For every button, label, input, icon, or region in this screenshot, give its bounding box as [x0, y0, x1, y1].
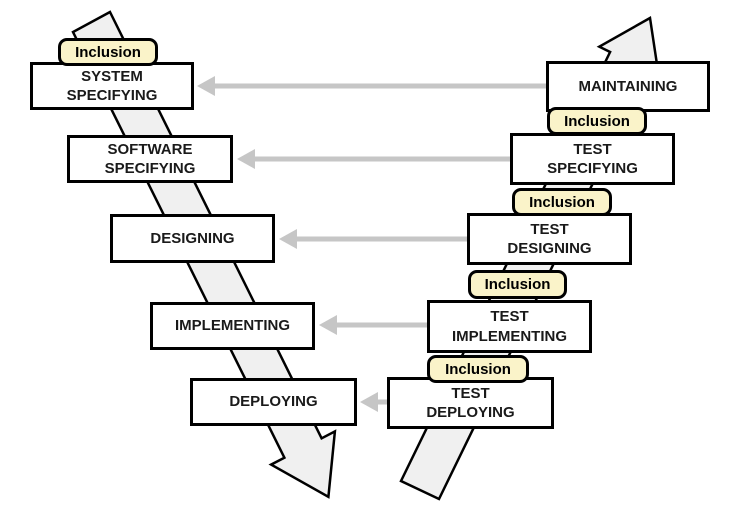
- feedback-arrow-test-designing-to-designing: [279, 229, 467, 249]
- inclusion-badge-label: Inclusion: [564, 112, 630, 130]
- inclusion-badge-label: Inclusion: [484, 276, 551, 293]
- feedback-arrow-test-implementing-to-implementing: [319, 315, 427, 335]
- feedback-arrow-test-deploying-to-deploying: [360, 392, 387, 412]
- stage-box-designing: DESIGNING: [110, 214, 275, 263]
- stage-label-test-specifying: TEST SPECIFYING: [547, 140, 638, 178]
- stage-label-designing: DESIGNING: [150, 229, 235, 247]
- stage-box-test-implementing: TEST IMPLEMENTING: [427, 300, 592, 353]
- stage-label-test-designing: TEST DESIGNING: [507, 220, 592, 258]
- inclusion-badge-test-designing: Inclusion: [512, 188, 612, 216]
- stage-box-test-designing: TEST DESIGNING: [467, 213, 632, 265]
- stage-box-deploying: DEPLOYING: [190, 378, 357, 426]
- feedback-arrow-test-specifying-to-software-specifying: [237, 149, 510, 169]
- inclusion-badge-label: Inclusion: [445, 360, 511, 378]
- stage-label-deploying: DEPLOYING: [229, 393, 318, 411]
- inclusion-badge-label: Inclusion: [529, 193, 595, 211]
- stage-box-software-specifying: SOFTWARE SPECIFYING: [67, 135, 233, 183]
- inclusion-badge-label: Inclusion: [75, 43, 141, 61]
- feedback-arrow-maintaining-to-system-specifying: [197, 76, 546, 96]
- stage-label-test-deploying: TEST DEPLOYING: [426, 384, 515, 422]
- stage-box-maintaining: MAINTAINING: [546, 61, 710, 112]
- stage-label-software-specifying: SOFTWARE SPECIFYING: [104, 140, 196, 178]
- inclusion-badge-test-implementing: Inclusion: [468, 270, 567, 299]
- stage-label-maintaining: MAINTAINING: [578, 77, 678, 95]
- stage-label-implementing: IMPLEMENTING: [175, 317, 290, 335]
- stage-box-test-deploying: TEST DEPLOYING: [387, 377, 554, 429]
- stage-box-implementing: IMPLEMENTING: [150, 302, 315, 350]
- inclusion-badge-test-deploying: Inclusion: [427, 355, 529, 383]
- inclusion-badge-system-specifying: Inclusion: [58, 38, 158, 66]
- inclusion-badge-test-specifying: Inclusion: [547, 107, 647, 135]
- stage-box-test-specifying: TEST SPECIFYING: [510, 133, 675, 185]
- stage-box-system-specifying: SYSTEM SPECIFYING: [30, 62, 194, 110]
- stage-label-system-specifying: SYSTEM SPECIFYING: [66, 67, 158, 105]
- stage-label-test-implementing: TEST IMPLEMENTING: [452, 308, 567, 345]
